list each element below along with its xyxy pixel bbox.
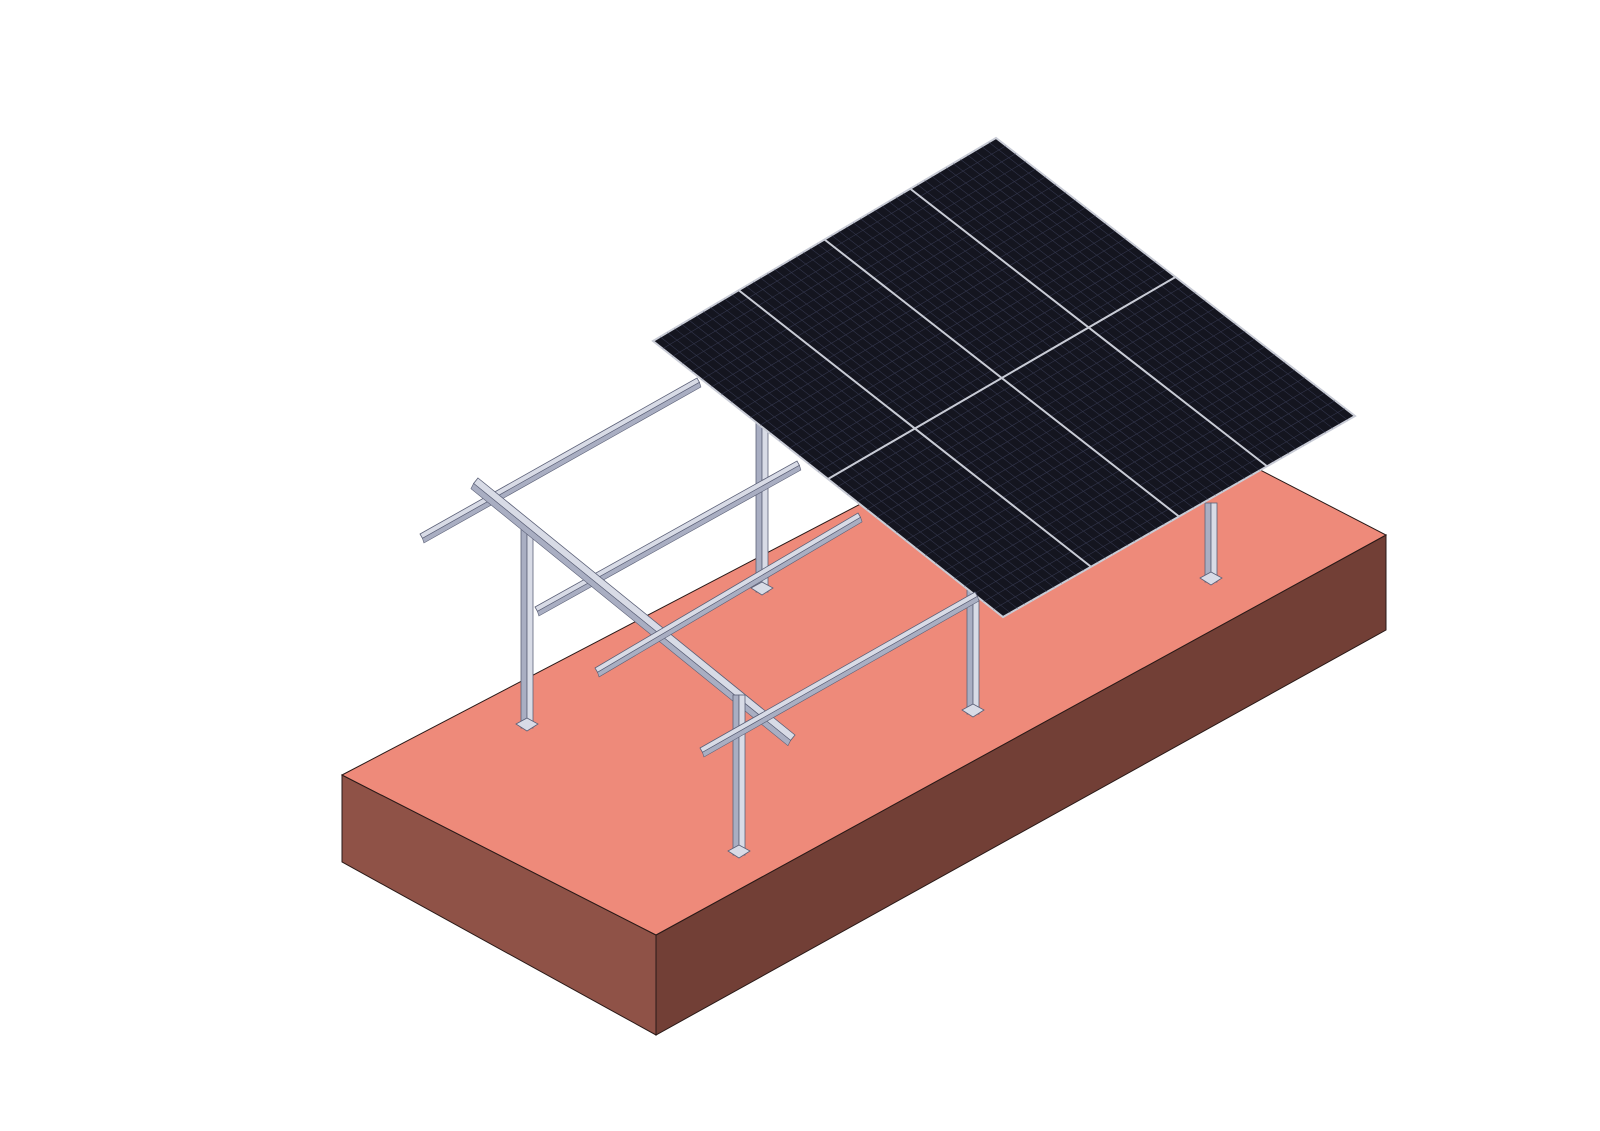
purlin-rail — [419, 377, 702, 544]
base-plate — [750, 581, 774, 596]
module-frame — [827, 276, 1177, 480]
main-crossbeam — [470, 477, 796, 747]
base-plate — [515, 717, 539, 732]
support-post — [1199, 502, 1223, 586]
support-structure-back — [419, 377, 1223, 747]
support-structure-front — [699, 591, 980, 859]
support-post — [727, 694, 751, 859]
purlin-rail — [594, 512, 863, 678]
base-plate — [1199, 571, 1223, 586]
purlin-rail — [699, 591, 980, 758]
base-plate — [961, 703, 985, 718]
base-plate — [727, 844, 751, 859]
purlin-rail — [534, 460, 802, 617]
solar-panel-array — [651, 136, 1357, 619]
